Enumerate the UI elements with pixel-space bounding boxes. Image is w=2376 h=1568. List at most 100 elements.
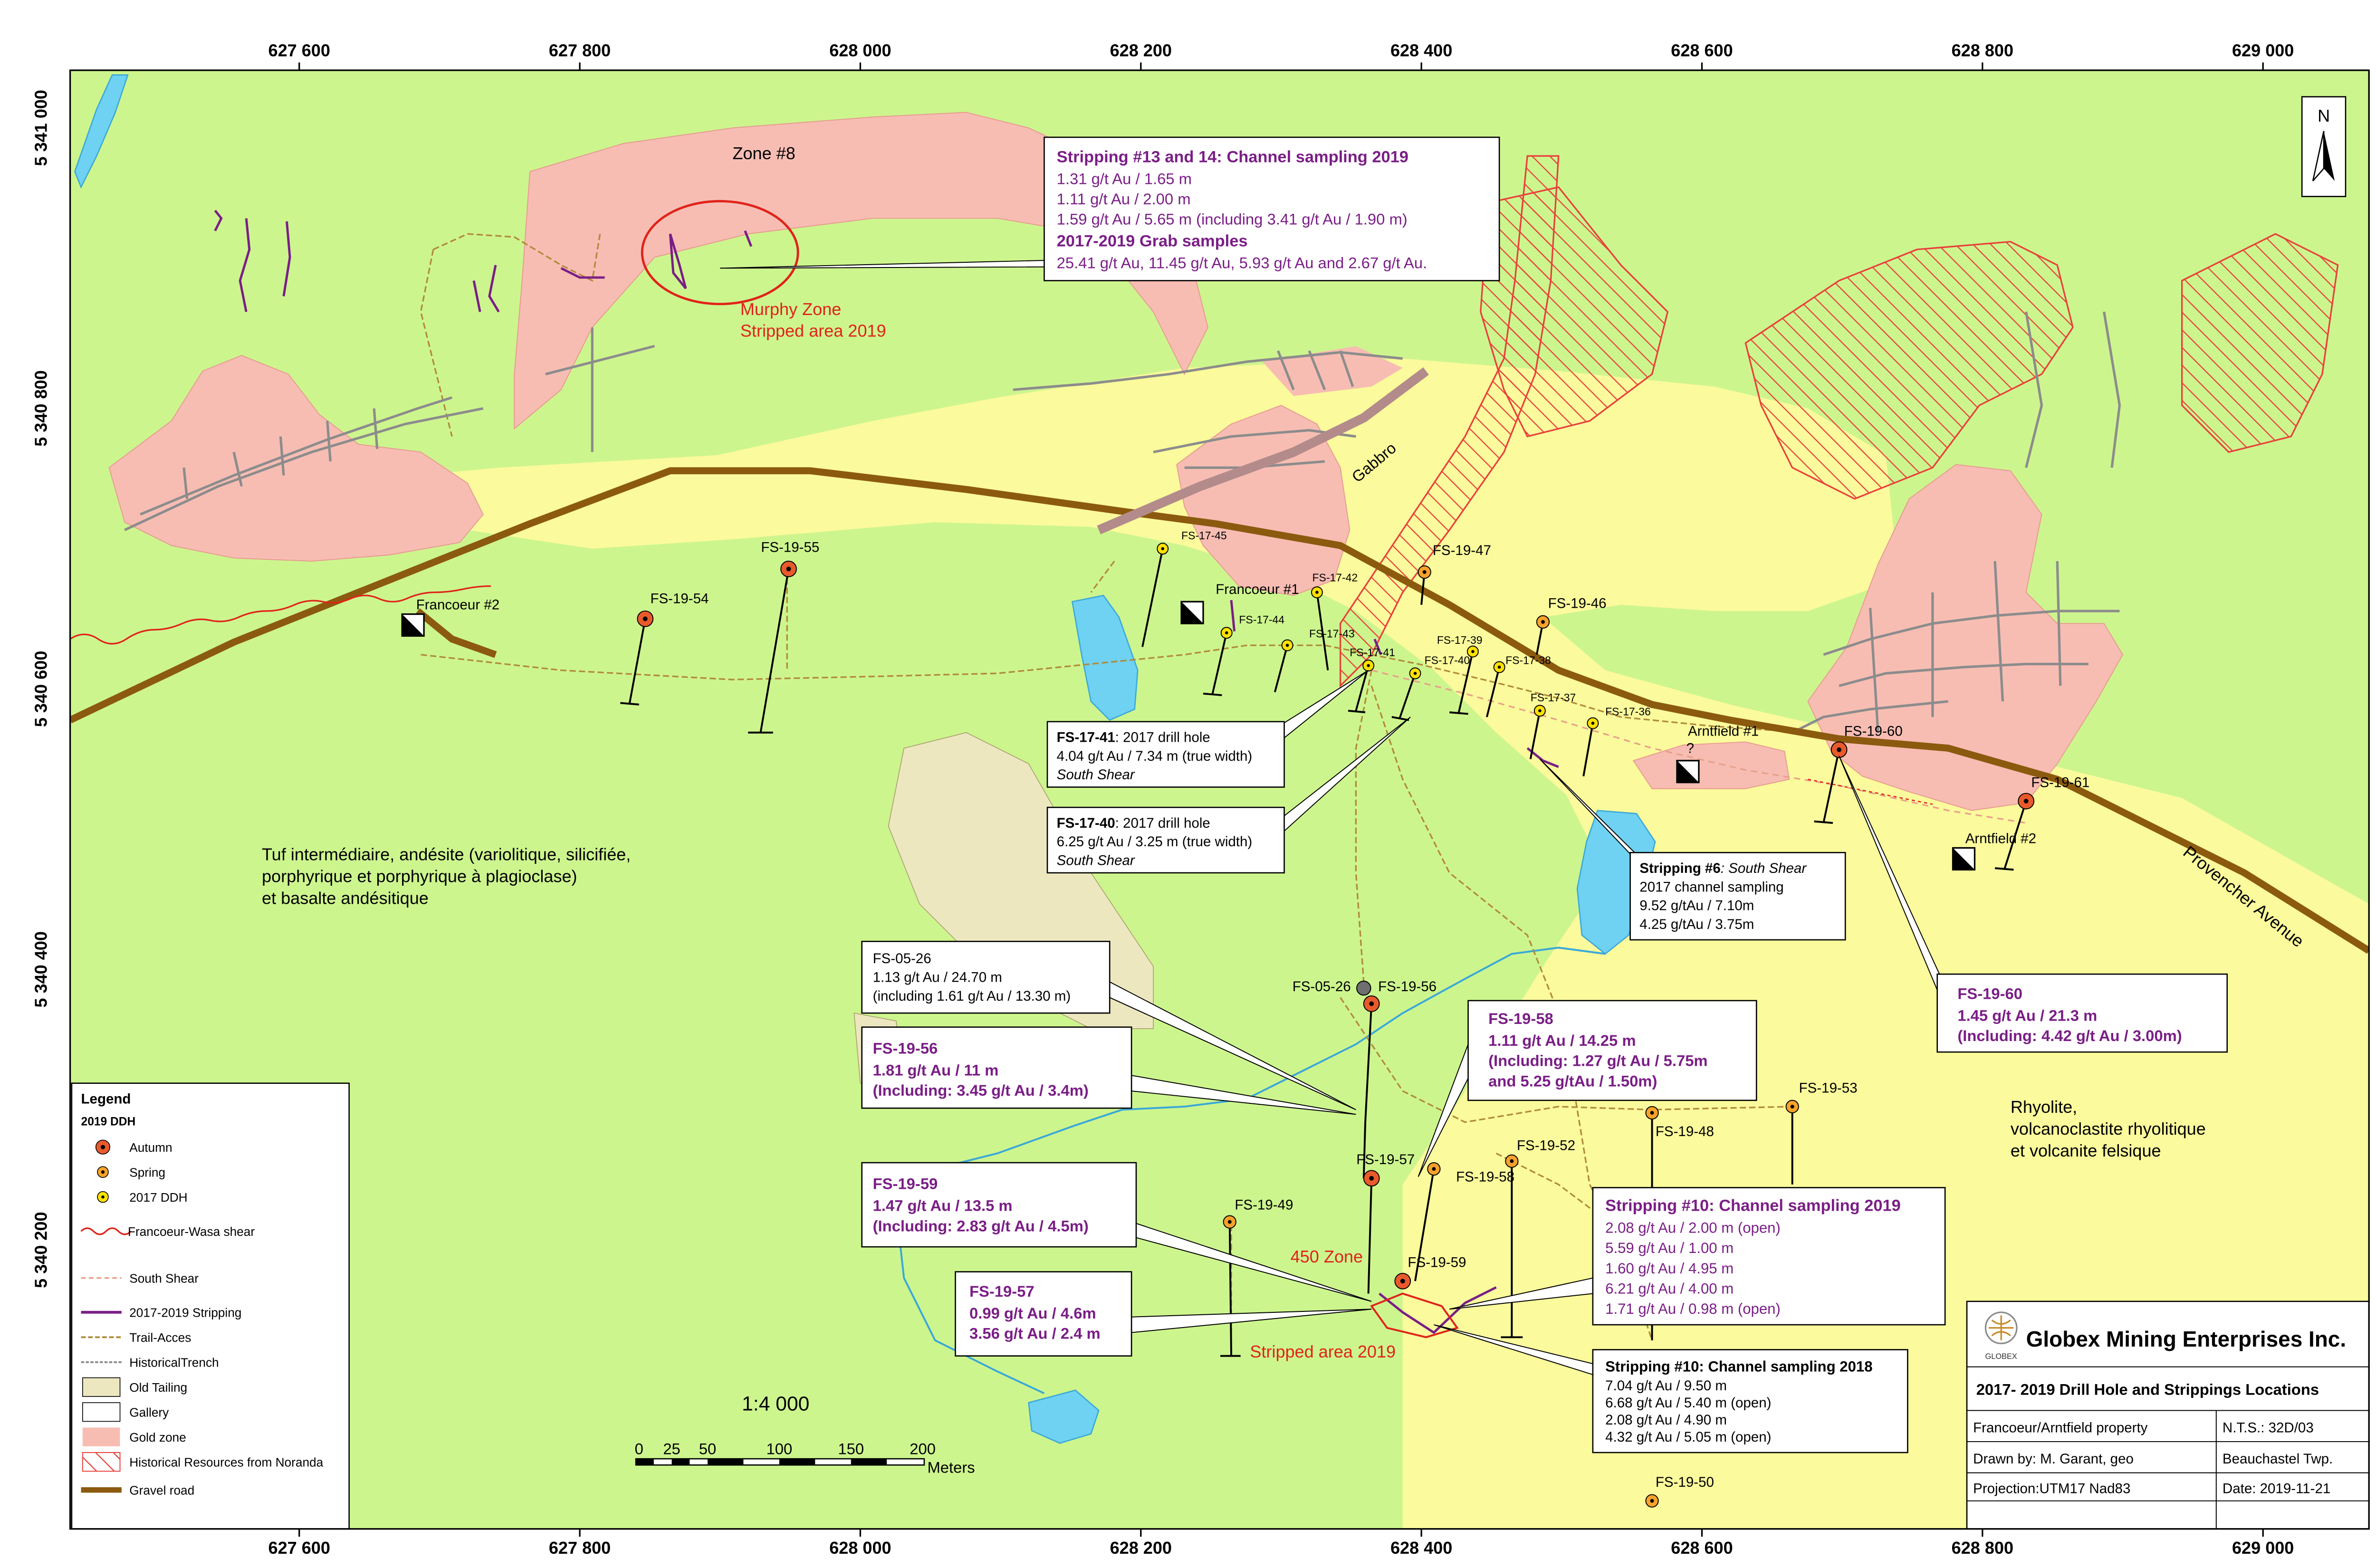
hole-label: FS-19-56 — [1378, 979, 1437, 994]
hole-label: FS-19-54 — [650, 591, 709, 607]
stripped-2019-label: Stripped area 2019 — [1250, 1342, 1396, 1361]
hole-FS-19-48[interactable]: FS-19-48 — [1645, 1106, 1714, 1139]
x-tick-label: 628 400 — [1390, 40, 1452, 60]
svg-text:1.81 g/t Au / 11 m: 1.81 g/t Au / 11 m — [873, 1061, 999, 1079]
hole-FS-19-56[interactable]: FS-19-56 — [1363, 979, 1437, 1012]
hole-label: FS-19-60 — [1844, 723, 1903, 739]
gravel-road-spur — [415, 608, 497, 658]
hole-FS-19-59[interactable]: FS-19-59 — [1394, 1255, 1466, 1290]
hole-FS-17-39[interactable]: FS-17-39 — [1437, 634, 1483, 658]
rhyolite-label-2: volcanoclastite rhyolitique — [2011, 1119, 2206, 1138]
x-tick-label: 629 000 — [2232, 40, 2294, 60]
callout-stripping-10-2019: Stripping #10: Channel sampling 2019 2.0… — [1592, 1187, 1946, 1326]
svg-text:FS-17-41: 2017 drill hole: FS-17-41: 2017 drill hole — [1057, 729, 1210, 745]
hole-FS-05-26[interactable]: FS-05-26 — [1293, 979, 1371, 996]
svg-text:and 5.25 g/tAu / 1.50m): and 5.25 g/tAu / 1.50m) — [1488, 1072, 1657, 1090]
gold-zone-arntfield — [1807, 464, 2124, 811]
x-tick-label: 628 200 — [1110, 1538, 1172, 1558]
svg-text:2019 DDH: 2019 DDH — [81, 1115, 136, 1128]
hole-label: FS-19-48 — [1656, 1124, 1714, 1139]
hole-label: FS-17-45 — [1181, 529, 1227, 542]
hole-FS-17-38[interactable]: FS-17-38 — [1493, 654, 1551, 673]
svg-text:South Shear: South Shear — [1057, 767, 1135, 783]
svg-text:4.25 g/tAu / 3.75m: 4.25 g/tAu / 3.75m — [1639, 917, 1754, 932]
hole-FS-19-46[interactable]: FS-19-46 — [1536, 595, 1607, 629]
hole-FS-19-47[interactable]: FS-19-47 — [1418, 543, 1491, 579]
svg-text:(Including: 1.27 g/t Au / 5.75: (Including: 1.27 g/t Au / 5.75m — [1488, 1052, 1707, 1070]
gold-zone-francoeur — [1176, 404, 1351, 596]
hole-label: FS-17-41 — [1350, 646, 1395, 659]
svg-text:2017 DDH: 2017 DDH — [129, 1190, 187, 1205]
hole-FS-19-55[interactable]: FS-19-55 — [761, 539, 819, 577]
francoeur1-label: Francoeur #1 — [1216, 582, 1299, 597]
callout-fs-19-58: FS-19-58 1.11 g/t Au / 14.25 m (Includin… — [1467, 1000, 1757, 1101]
drill-traces — [620, 548, 2027, 1357]
hole-FS-19-61[interactable]: FS-19-61 — [2018, 775, 2089, 810]
y-tick-label: 5 340 400 — [31, 931, 50, 1007]
svg-text:Francoeur-Wasa shear: Francoeur-Wasa shear — [128, 1224, 255, 1239]
svg-text:Projection:UTM17 Nad83: Projection:UTM17 Nad83 — [1973, 1481, 2130, 1496]
x-tick-label: 628 000 — [829, 40, 891, 60]
francoeur2-label: Francoeur #2 — [416, 597, 499, 613]
hole-FS-19-52[interactable]: FS-19-52 — [1505, 1138, 1575, 1168]
svg-text:25.41 g/t Au, 11.45 g/t Au, 5.: 25.41 g/t Au, 11.45 g/t Au, 5.93 g/t Au … — [1057, 254, 1427, 271]
hole-FS-19-58[interactable]: FS-19-58 — [1427, 1162, 1514, 1185]
svg-text:4.32 g/t Au / 5.05 m (open): 4.32 g/t Au / 5.05 m (open) — [1605, 1429, 1771, 1445]
svg-text:1.31 g/t Au / 1.65 m: 1.31 g/t Au / 1.65 m — [1057, 170, 1192, 187]
francoeur-wasa-shear — [70, 585, 491, 645]
hole-FS-17-43[interactable]: FS-17-43 — [1281, 628, 1355, 651]
hole-label: FS-05-26 — [1293, 979, 1351, 994]
pond-south — [1028, 1389, 1100, 1444]
svg-text:(including 1.61 g/t Au / 13.30: (including 1.61 g/t Au / 13.30 m) — [873, 988, 1071, 1004]
svg-text:FS-17-40: 2017 drill hole: FS-17-40: 2017 drill hole — [1057, 815, 1210, 831]
hole-FS-19-53[interactable]: FS-19-53 — [1785, 1080, 1858, 1114]
shaft-markers — [401, 601, 1976, 871]
svg-text:200: 200 — [910, 1440, 936, 1457]
rhyolite-label-3: et volcanite felsique — [2011, 1141, 2161, 1160]
historical-resources-east — [1744, 240, 2074, 500]
svg-text:1.60 g/t Au / 4.95 m: 1.60 g/t Au / 4.95 m — [1605, 1260, 1734, 1277]
svg-text:South Shear: South Shear — [129, 1272, 199, 1286]
title-block: GLOBEX Globex Mining Enterprises Inc. 20… — [1966, 1300, 2369, 1529]
svg-text:6.25 g/t Au / 3.25 m (true wid: 6.25 g/t Au / 3.25 m (true width) — [1057, 834, 1253, 850]
svg-text:Globex Mining Enterprises Inc.: Globex Mining Enterprises Inc. — [2026, 1327, 2346, 1351]
svg-text:150: 150 — [838, 1440, 864, 1457]
svg-text:Spring: Spring — [129, 1165, 165, 1179]
gold-zone-arntfield1 — [1632, 741, 1790, 789]
hole-FS-17-45[interactable]: FS-17-45 — [1157, 529, 1227, 555]
svg-text:Francoeur/Arntfield property: Francoeur/Arntfield property — [1973, 1420, 2148, 1435]
hole-FS-17-36[interactable]: FS-17-36 — [1587, 706, 1651, 729]
hole-FS-19-54[interactable]: FS-19-54 — [637, 591, 709, 627]
hole-FS-19-60[interactable]: FS-19-60 — [1830, 723, 1903, 758]
callout-stripping-6: Stripping #6: South Shear 2017 channel s… — [1629, 851, 1846, 941]
callout-fs-17-41: FS-17-41: 2017 drill hole 4.04 g/t Au / … — [1046, 721, 1285, 788]
svg-text:Drawn by: M. Garant, geo: Drawn by: M. Garant, geo — [1973, 1451, 2134, 1467]
gravel-road — [70, 467, 2369, 954]
hole-FS-19-57[interactable]: FS-19-57 — [1356, 1152, 1415, 1187]
river-nw — [74, 74, 129, 189]
hole-FS-19-49[interactable]: FS-19-49 — [1223, 1197, 1293, 1229]
hole-FS-17-37[interactable]: FS-17-37 — [1531, 691, 1576, 717]
north-arrow-icon: N — [2301, 96, 2347, 197]
map-frame — [69, 69, 2370, 1530]
arntfield2-label: Arntfield #2 — [1965, 831, 2036, 847]
historical-resources-ne2 — [2181, 233, 2339, 453]
callout-fs-19-57: FS-19-57 0.99 g/t Au / 4.6m 3.56 g/t Au … — [955, 1271, 1132, 1357]
svg-text:N: N — [2318, 106, 2330, 125]
lake-east — [1576, 810, 1656, 955]
hole-label: FS-17-37 — [1531, 691, 1576, 704]
hole-FS-19-50[interactable]: FS-19-50 — [1645, 1474, 1714, 1508]
hole-FS-17-44[interactable]: FS-17-44 — [1220, 613, 1285, 639]
drill-collars: FS-19-55 FS-19-54 FS-17-45 FS-17-42 FS-1… — [637, 529, 2089, 1508]
hole-FS-17-42[interactable]: FS-17-42 — [1311, 572, 1358, 599]
hole-FS-17-41[interactable]: FS-17-41 — [1350, 646, 1395, 672]
shear-line-icon — [80, 1227, 132, 1235]
svg-text:South Shear: South Shear — [1057, 853, 1135, 869]
svg-text:Beauchastel Twp.: Beauchastel Twp. — [2223, 1451, 2333, 1467]
hole-label: FS-19-52 — [1517, 1138, 1575, 1154]
lake-west — [1071, 594, 1139, 721]
svg-text:(Including: 3.45 g/t Au / 3.4m: (Including: 3.45 g/t Au / 3.4m) — [873, 1081, 1089, 1099]
svg-text:2017- 2019 Drill Hole and Stri: 2017- 2019 Drill Hole and Strippings Loc… — [1976, 1381, 2319, 1398]
hole-FS-17-40[interactable]: FS-17-40 — [1409, 654, 1470, 679]
